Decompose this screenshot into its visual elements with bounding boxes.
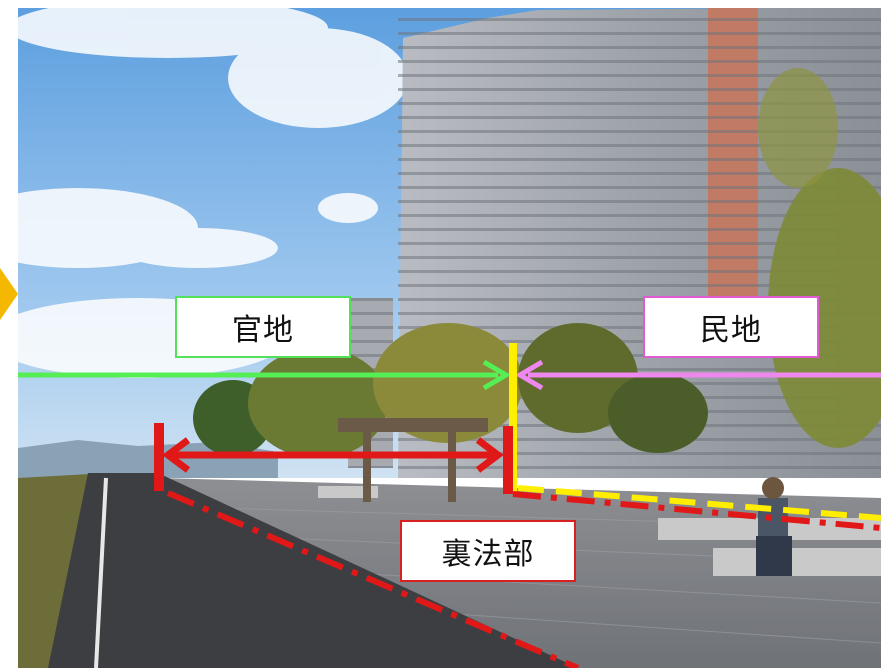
urahou-arrowhead-right <box>475 437 504 473</box>
ground-line-red <box>512 491 881 531</box>
slope-line <box>166 490 580 668</box>
minchi-arrowhead <box>515 359 544 391</box>
urahou-arrowhead-left <box>162 437 191 473</box>
kanchi-arrowhead <box>482 359 511 391</box>
person <box>756 477 792 576</box>
ground-line-yellow <box>517 485 881 521</box>
side-arrow-marker <box>0 268 18 320</box>
minchi-label: 民地 <box>643 296 819 358</box>
road <box>48 473 578 668</box>
shelter <box>338 418 488 502</box>
kanchi-label: 官地 <box>175 296 351 358</box>
road-edge-line <box>94 477 108 668</box>
urahou-label: 裏法部 <box>400 520 576 582</box>
